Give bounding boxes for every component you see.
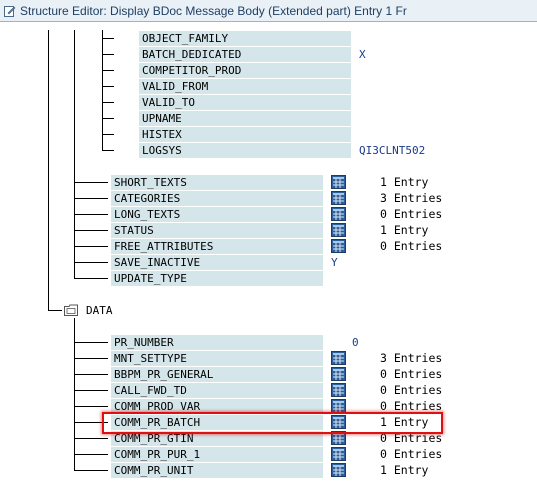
tree-line	[102, 150, 114, 151]
table-icon[interactable]	[331, 223, 346, 237]
field-comm-pr-unit[interactable]: COMM_PR_UNIT	[111, 463, 323, 478]
tree-line	[74, 358, 108, 359]
field-categories[interactable]: CATEGORIES	[111, 191, 323, 206]
count-long-texts: 0 Entries	[380, 207, 443, 221]
tree-line	[74, 422, 108, 423]
field-comm-prod-var[interactable]: COMM_PROD_VAR	[111, 399, 323, 414]
row-highlight	[102, 412, 443, 434]
tree-line	[74, 214, 108, 215]
field-histex[interactable]: HISTEX	[139, 127, 351, 142]
count-mnt-settype: 3 Entries	[380, 351, 443, 365]
edit-icon	[4, 5, 16, 17]
window-title: Structure Editor: Display BDoc Message B…	[20, 3, 407, 18]
tree-line	[102, 70, 114, 71]
count-comm-pr-gtin: 0 Entries	[380, 431, 443, 445]
field-call-fwd-td[interactable]: CALL_FWD_TD	[111, 383, 323, 398]
tree-line	[74, 198, 108, 199]
count-comm-prod-var: 0 Entries	[380, 399, 443, 413]
field-comm-pr-pur-1[interactable]: COMM_PR_PUR_1	[111, 447, 323, 462]
folder-icon[interactable]	[64, 304, 78, 316]
tree-line	[74, 318, 75, 470]
window-titlebar: Structure Editor: Display BDoc Message B…	[0, 0, 537, 22]
tree-line	[102, 38, 114, 39]
table-icon[interactable]	[331, 463, 346, 477]
tree-line	[74, 454, 108, 455]
value-logsys: QI3CLNT502	[359, 144, 426, 157]
count-comm-pr-unit: 1 Entry	[380, 463, 429, 477]
count-comm-pr-pur-1: 0 Entries	[380, 447, 443, 461]
table-icon[interactable]	[331, 351, 346, 365]
field-long-texts[interactable]: LONG_TEXTS	[111, 207, 323, 222]
field-status[interactable]: STATUS	[111, 223, 323, 238]
tree-line	[74, 246, 108, 247]
field-logsys[interactable]: LOGSYS	[139, 143, 351, 158]
tree-line	[74, 374, 108, 375]
field-pr-number[interactable]: PR_NUMBER	[111, 335, 323, 350]
field-valid-from[interactable]: VALID_FROM	[139, 79, 351, 94]
table-icon[interactable]	[331, 383, 346, 397]
field-upname[interactable]: UPNAME	[139, 111, 351, 126]
table-icon[interactable]	[331, 367, 346, 381]
tree-line	[102, 102, 114, 103]
table-icon[interactable]	[331, 175, 346, 189]
tree-line	[74, 438, 108, 439]
field-competitor-prod[interactable]: COMPETITOR_PROD	[139, 63, 351, 78]
count-bbpm-pr-general: 0 Entries	[380, 367, 443, 381]
tree-line	[74, 230, 108, 231]
count-call-fwd-td: 0 Entries	[380, 383, 443, 397]
tree-line	[102, 118, 114, 119]
field-update-type[interactable]: UPDATE_TYPE	[111, 271, 323, 286]
tree-line	[102, 86, 114, 87]
tree-line	[74, 262, 108, 263]
tree-line	[74, 182, 108, 183]
tree-line	[74, 278, 108, 279]
tree-line	[74, 470, 108, 471]
tree-line	[48, 30, 49, 310]
value-save-inactive: Y	[331, 256, 338, 269]
table-icon[interactable]	[331, 399, 346, 413]
count-status: 1 Entry	[380, 223, 429, 237]
count-short-texts: 1 Entry	[380, 175, 429, 189]
node-label-data[interactable]: DATA	[86, 304, 113, 317]
field-batch-dedicated[interactable]: BATCH_DEDICATED	[139, 47, 351, 62]
value-batch-dedicated: X	[359, 48, 366, 61]
field-save-inactive[interactable]: SAVE_INACTIVE	[111, 255, 323, 270]
field-free-attributes[interactable]: FREE_ATTRIBUTES	[111, 239, 323, 254]
count-free-attributes: 0 Entries	[380, 239, 443, 253]
tree-line	[74, 406, 108, 407]
field-mnt-settype[interactable]: MNT_SETTYPE	[111, 351, 323, 366]
tree-line	[74, 30, 75, 278]
table-icon[interactable]	[331, 191, 346, 205]
tree-line	[74, 390, 108, 391]
tree-line	[74, 342, 108, 343]
table-icon[interactable]	[331, 239, 346, 253]
field-valid-to[interactable]: VALID_TO	[139, 95, 351, 110]
count-comm-pr-batch: 1 Entry	[380, 415, 429, 429]
field-comm-pr-gtin[interactable]: COMM_PR_GTIN	[111, 431, 323, 446]
table-icon[interactable]	[331, 431, 346, 445]
tree-line	[48, 310, 62, 311]
value-pr-number: 0	[352, 336, 359, 349]
tree-line	[102, 134, 114, 135]
count-categories: 3 Entries	[380, 191, 443, 205]
field-bbpm-pr-general[interactable]: BBPM_PR_GENERAL	[111, 367, 323, 382]
table-icon[interactable]	[331, 207, 346, 221]
table-icon[interactable]	[331, 415, 346, 429]
field-short-texts[interactable]: SHORT_TEXTS	[111, 175, 323, 190]
tree-line	[102, 54, 114, 55]
structure-tree: OBJECT_FAMILY BATCH_DEDICATED X COMPETIT…	[0, 22, 537, 497]
field-object-family[interactable]: OBJECT_FAMILY	[139, 31, 351, 46]
field-comm-pr-batch[interactable]: COMM_PR_BATCH	[111, 415, 323, 430]
tree-line	[102, 30, 103, 150]
table-icon[interactable]	[331, 447, 346, 461]
